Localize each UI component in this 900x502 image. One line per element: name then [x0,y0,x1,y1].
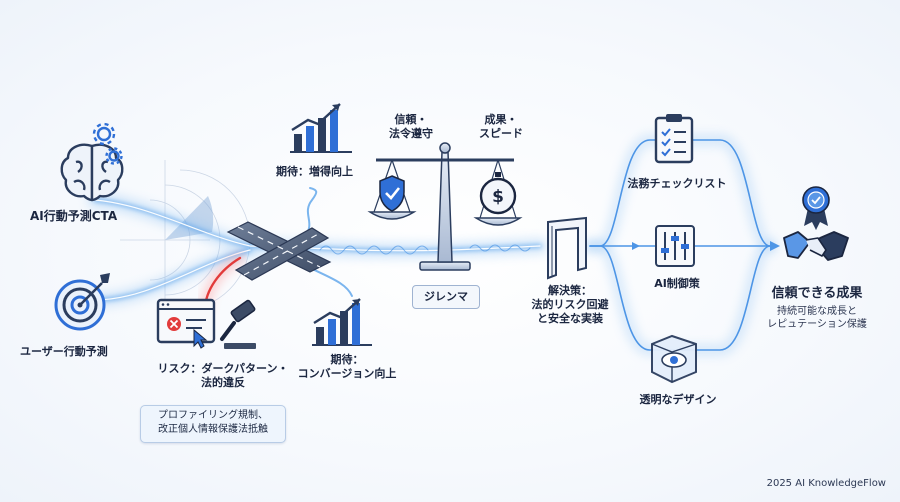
handshake-icon [783,231,849,261]
dilemma-right-line2: スピード [479,126,523,140]
svg-text:$: $ [492,187,504,207]
solution-label: 解決策： 法的リスク回避 と安全な実装 [510,284,630,325]
brain-icon [60,143,124,202]
risk-note: プロファイリング規制、 改正個人情報保護法抵触 [140,405,286,443]
outcome-subtitle: 持続可能な成長と レピュテーション保護 [752,306,882,331]
user-prediction-label: ユーザー行動予測 [20,345,108,358]
solution-line1: 解決策： [548,284,592,297]
glow-streams [87,187,548,315]
browser-warning-icon [156,298,216,349]
solution-line2: 法的リスク回避 [531,297,609,311]
expectation-top-label: 期待：増得向上 [276,165,353,178]
clipboard-checklist-icon [654,114,694,164]
expectation-bottom-line2: コンバージョン向上 [297,366,397,380]
transparent-cube-eye-icon [651,334,697,384]
measure-connectors [584,134,780,356]
sliders-icon [655,225,695,267]
risk-note-line1: プロファイリング規制、 [158,410,268,421]
outcome-sub-line2: レピュテーション保護 [767,318,867,330]
gear-icon [92,122,123,165]
gavel-icon [220,299,256,349]
footer-credit: 2025 AI KnowledgeFlow [766,477,886,489]
dilemma-left-line1: 信頼・ [394,113,428,126]
gateway-icon [547,216,587,280]
dilemma-badge: ジレンマ [412,285,480,309]
road-crossing-icon [226,221,332,281]
risk-label-line1: リスク：ダークパターン・ [157,362,289,375]
solution-line3: と安全な実装 [537,311,603,325]
dilemma-right-line1: 成果・ [484,113,518,126]
risk-note-line2: 改正個人情報保護法抵触 [158,423,268,435]
expectation-bottom-label: 期待： コンバージョン向上 [282,353,412,381]
shield-check-icon [379,175,405,212]
bar-chart-up-icon [312,298,372,346]
risk-label: リスク：ダークパターン・ 法的違反 [150,362,296,390]
scale-icon [367,142,523,271]
risk-label-line2: 法的違反 [201,375,245,389]
measure-checklist-label: 法務チェックリスト [627,177,727,190]
dilemma-left-line2: 法令遵守 [389,126,433,140]
dilemma-left-label: 信頼・ 法令遵守 [376,113,446,141]
outcome-sub-line1: 持続可能な成長と [777,306,857,317]
outcome-title: 信頼できる成果 [771,286,863,301]
award-badge-icon [802,186,830,230]
dilemma-right-label: 成果・ スピード [466,113,536,141]
target-icon [54,273,110,331]
ai-cta-label: AI行動予測CTA [30,209,118,223]
measure-control-label: AI制御策 [654,277,700,290]
measure-transparent-label: 透明なデザイン [639,393,717,406]
expectation-bottom-line1: 期待： [330,353,364,366]
bar-chart-up-icon [290,103,352,153]
stopwatch-dollar-icon: $ [479,172,517,215]
